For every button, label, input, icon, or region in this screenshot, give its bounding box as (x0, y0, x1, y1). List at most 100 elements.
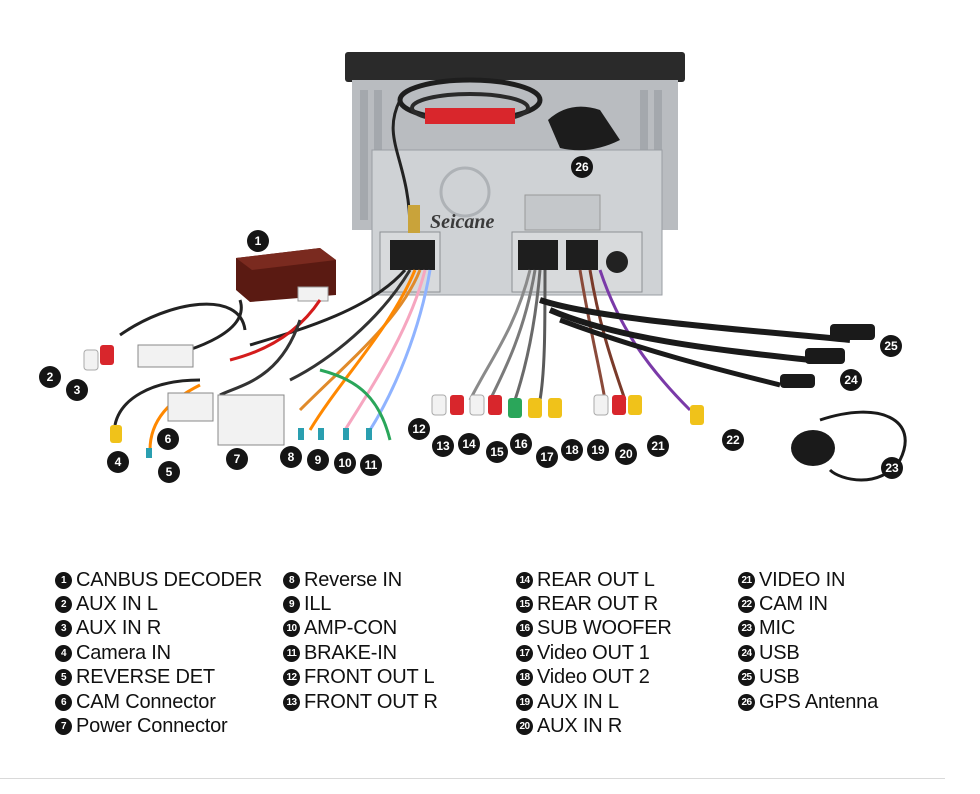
marker-circle (360, 454, 382, 476)
legend-label: BRAKE-IN (304, 641, 397, 664)
marker-circle (880, 335, 902, 357)
marker-circle (571, 156, 593, 178)
marker-23: 23 (881, 457, 903, 479)
legend-number-badge: 19 (516, 693, 533, 711)
legend-label: AUX IN R (537, 715, 623, 738)
marker-number: 17 (540, 450, 554, 464)
marker-circle (226, 448, 248, 470)
marker-circle (722, 429, 744, 451)
marker-circle (536, 446, 558, 468)
marker-number: 10 (338, 456, 352, 470)
marker-22: 22 (722, 429, 744, 451)
legend-number-badge: 18 (516, 669, 533, 687)
legend-label: Video OUT 2 (537, 666, 650, 689)
legend-number-badge: 17 (516, 644, 533, 662)
marker-18: 18 (561, 439, 583, 461)
marker-number: 4 (115, 455, 122, 469)
legend-label: Reverse IN (304, 568, 403, 591)
marker-12: 12 (408, 418, 430, 440)
legend-number-badge: 9 (283, 596, 300, 614)
marker-25: 25 (880, 335, 902, 357)
marker-16: 16 (510, 433, 532, 455)
marker-8: 8 (280, 446, 302, 468)
marker-number: 25 (884, 339, 898, 353)
marker-circle (107, 451, 129, 473)
marker-number: 9 (315, 453, 322, 467)
brand-logo: Seicane (430, 211, 495, 233)
marker-circle (561, 439, 583, 461)
marker-circle (307, 449, 329, 471)
marker-number: 23 (885, 461, 899, 475)
marker-circle (157, 428, 179, 450)
marker-number: 12 (412, 422, 426, 436)
legend-number-badge: 25 (738, 669, 755, 687)
marker-number: 18 (565, 443, 579, 457)
marker-circle (334, 452, 356, 474)
marker-11: 11 (360, 454, 382, 476)
legend-label: GPS Antenna (759, 690, 879, 713)
legend-number-badge: 16 (516, 620, 533, 638)
marker-9: 9 (307, 449, 329, 471)
marker-13: 13 (432, 435, 454, 457)
marker-number: 6 (165, 432, 172, 446)
gps-antenna (391, 77, 620, 233)
legend-number-badge: 20 (516, 718, 533, 736)
legend-label: VIDEO IN (759, 568, 846, 591)
marker-number: 15 (490, 445, 504, 459)
legend-number-badge: 10 (283, 620, 300, 638)
marker-4: 4 (107, 451, 129, 473)
legend-label: AMP-CON (304, 617, 398, 640)
legend-number-badge: 4 (55, 644, 72, 662)
legend-label: Camera IN (76, 641, 171, 664)
marker-circle (280, 446, 302, 468)
marker-number: 7 (234, 452, 241, 466)
wiring-diagram: Seicane (39, 52, 907, 483)
legend-label: REAR OUT R (537, 593, 658, 616)
legend-label: Power Connector (76, 715, 228, 738)
marker-number: 11 (365, 458, 378, 472)
marker-circle (247, 230, 269, 252)
marker-circle (458, 433, 480, 455)
legend-label: REAR OUT L (537, 568, 655, 591)
legend-label: AUX IN L (76, 593, 158, 616)
marker-21: 21 (647, 435, 669, 457)
legend-number-badge: 8 (283, 571, 300, 589)
marker-number: 20 (619, 447, 633, 461)
marker-circle (587, 439, 609, 461)
marker-circle (432, 435, 454, 457)
marker-19: 19 (587, 439, 609, 461)
marker-circle (408, 418, 430, 440)
legend-number-badge: 13 (283, 693, 300, 711)
marker-circle (615, 443, 637, 465)
legend-number-badge: 21 (738, 571, 755, 589)
legend-number-badge: 15 (516, 596, 533, 614)
legend-label: Video OUT 1 (537, 641, 650, 664)
legend-number-badge: 24 (738, 644, 755, 662)
marker-24: 24 (840, 369, 862, 391)
divider (0, 778, 945, 779)
marker-number: 2 (47, 370, 54, 384)
legend-label: USB (759, 641, 800, 664)
marker-number: 14 (462, 437, 476, 451)
legend-number-badge: 26 (738, 693, 755, 711)
legend-label: CAM Connector (76, 690, 216, 713)
legend-label: AUX IN R (76, 617, 162, 640)
marker-number: 8 (288, 450, 295, 464)
legend-label: CAM IN (759, 593, 828, 616)
marker-number: 3 (74, 383, 81, 397)
